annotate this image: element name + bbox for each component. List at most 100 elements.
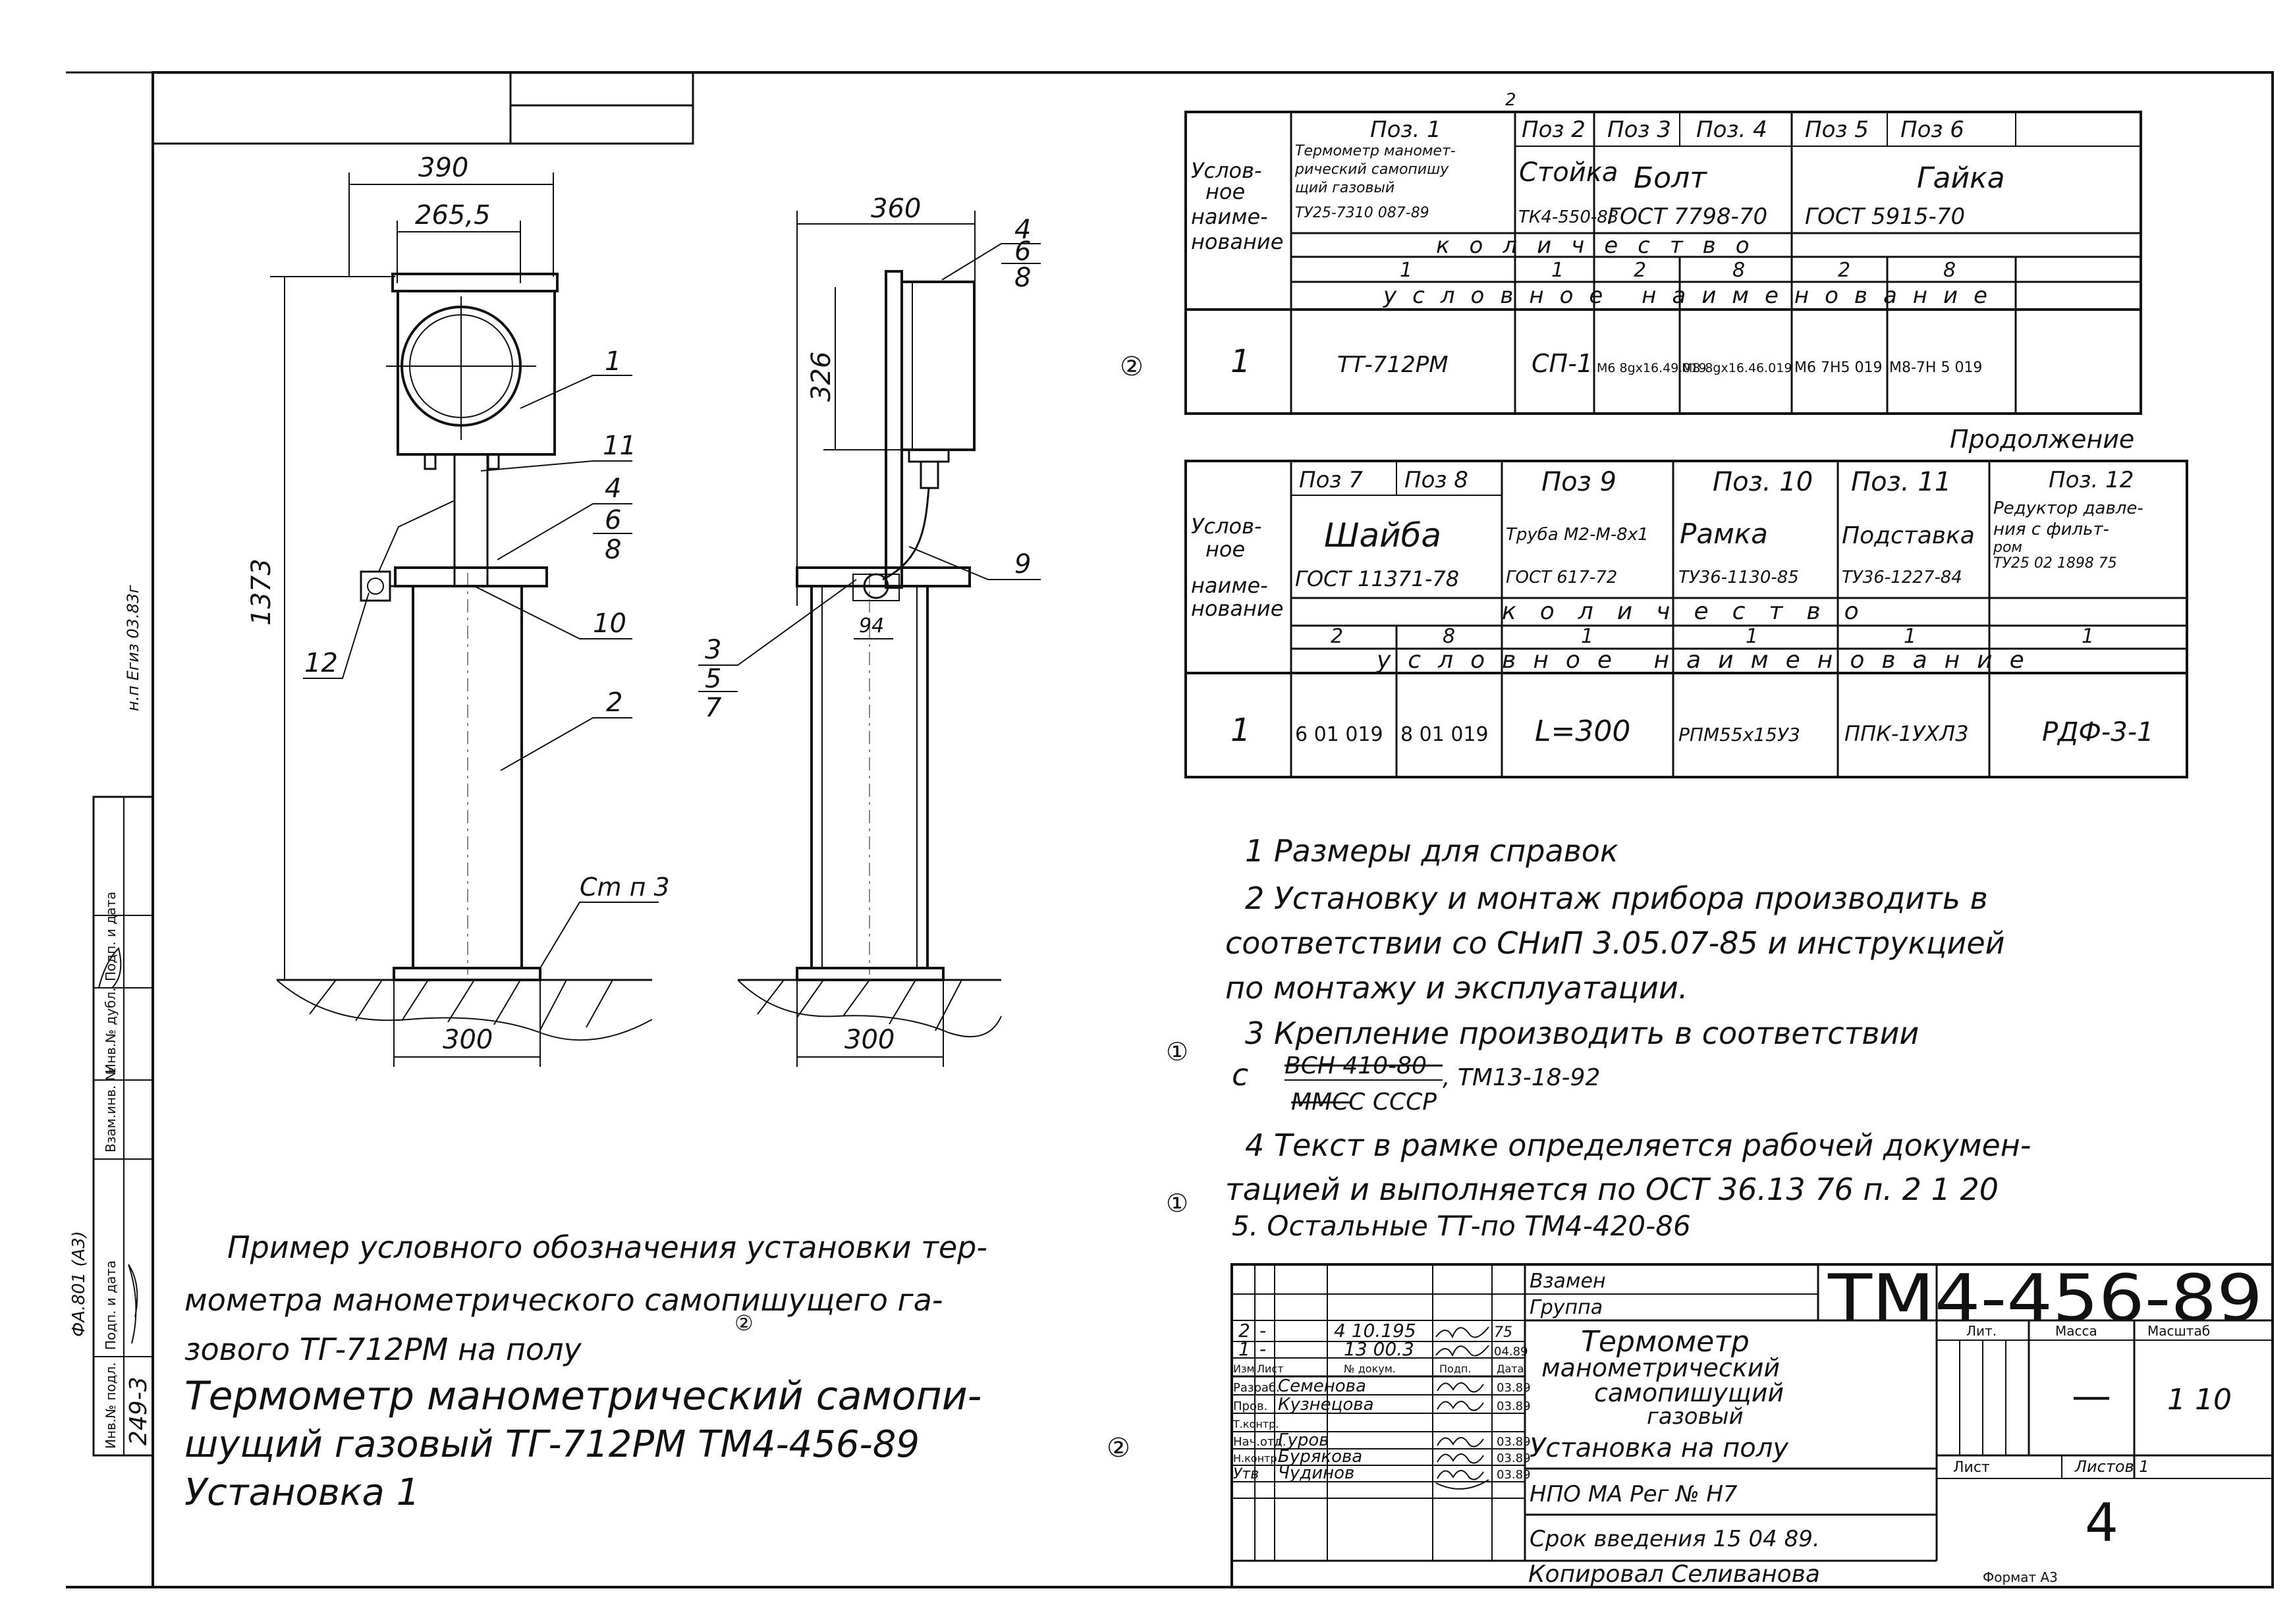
t2-cond-5: ППК-1УХЛ3 — [1844, 721, 1969, 746]
signatures — [1435, 1326, 1489, 1490]
side-stamp-col3: Взам.инв. № — [103, 1068, 119, 1152]
callout-10: 10 — [593, 609, 626, 639]
t1-qty-6: 8 — [1943, 259, 1956, 282]
note-4: 4 Текст в рамке определяется рабочей док… — [1245, 1127, 2031, 1163]
example-big-2: шущий газовый ТГ-712РМ ТМ4-456-89 — [184, 1423, 920, 1466]
hdr-izm: Изм — [1233, 1363, 1255, 1375]
scale-value: 1 10 — [2167, 1383, 2232, 1417]
staff-5-date: 03.89 — [1497, 1451, 1531, 1465]
t1-nut-name: Гайка — [1917, 161, 2005, 195]
t2-cond-2: 8 01 019 — [1400, 723, 1489, 746]
hdr-list: Лист — [1257, 1363, 1284, 1375]
sheet-number: 4 — [2085, 1492, 2118, 1554]
t1-rowhead-1: Услов- — [1191, 158, 1262, 183]
t2-pos9: Поз 9 — [1541, 467, 1616, 497]
t2-cond-4: РПМ55х15У3 — [1678, 724, 1800, 745]
callout-7: 7 — [705, 693, 722, 723]
t2-qty-3: 1 — [1581, 625, 1593, 648]
t1-qty-4: 8 — [1732, 259, 1745, 282]
t2-cond-3: L=300 — [1535, 715, 1630, 748]
staff-4-role: Нач.отд. — [1233, 1435, 1286, 1449]
t2-pos10-name-1: Рамка — [1680, 518, 1768, 550]
t2-row-id: 1 — [1230, 712, 1251, 749]
t2-qty-label: количество — [1502, 598, 1883, 625]
side-stamp-col5: Подп. и дата — [103, 892, 119, 981]
intro-date: Срок введения 15 04 89. — [1530, 1526, 1820, 1552]
t2-rowhead-4: нование — [1191, 596, 1283, 621]
format-label: Формат А3 — [1983, 1569, 2058, 1585]
example-line-3: зового ТГ-712РМ на полу — [184, 1332, 582, 1367]
staff-1-name: Семенова — [1278, 1376, 1366, 1396]
staff-3-role: Т.контр. — [1232, 1418, 1279, 1430]
staff-2-name: Кузнецова — [1278, 1395, 1374, 1415]
spec-table-2: Услов- ное наиме- нование Поз 7 Поз 8 Ша… — [1184, 460, 2188, 778]
t1-pos2-name-1: Стойка — [1519, 157, 1618, 188]
t1-pos1-name-1: Термометр маномет- — [1295, 143, 1456, 159]
signature-mark-2 — [128, 1264, 138, 1344]
callout-6-side: 6 — [1014, 236, 1031, 267]
callout-3: 3 — [705, 635, 721, 665]
note-3-prefix: с — [1232, 1057, 1248, 1093]
example-line-1: Пример условного обозначения установки т… — [227, 1230, 987, 1265]
t1-rowhead-4: нование — [1191, 229, 1283, 254]
spec-table-1-top-label: 2 — [1505, 90, 1516, 110]
t1-pos1: Поз. 1 — [1370, 117, 1441, 143]
t1-pos1-name-4: ТУ25-7310 087-89 — [1295, 205, 1429, 221]
sheet-label: Лист — [1953, 1459, 1990, 1476]
note-2-cont-1: соответствии со СНиП 3.05.07-85 и инстру… — [1225, 925, 2005, 961]
side-stamp: Инв.№ подл. Подп. и дата Взам.инв. № Инв… — [69, 585, 154, 1457]
t2-cond-label: условное наименование — [1376, 647, 2041, 674]
t1-pos5: Поз 5 — [1805, 117, 1869, 143]
t1-rowhead-3: наиме- — [1191, 204, 1268, 229]
hdr-doc: № докум. — [1344, 1363, 1396, 1375]
side-stamp-col2: Подп. и дата — [103, 1260, 119, 1350]
side-stamp-col1: Инв.№ подл. — [103, 1362, 119, 1449]
t2-washer-std: ГОСТ 11371-78 — [1295, 566, 1459, 591]
t2-pos12: Поз. 12 — [2049, 467, 2134, 493]
example-big-1: Термометр манометрический самопи- — [184, 1373, 981, 1419]
callout-8-front: 8 — [605, 535, 621, 565]
hdr-sign: Подп. — [1439, 1363, 1471, 1375]
t1-qty-3: 2 — [1634, 259, 1646, 282]
staff-1-role: Разраб. — [1233, 1381, 1280, 1395]
t1-cond-3: М6 8gх16.49.019 — [1597, 361, 1707, 375]
note-2-cont-2: по монтажу и эксплуатации. — [1225, 970, 1688, 1006]
side-stamp-inv-value: 249-3 — [125, 1376, 152, 1446]
t1-circle-mark: ② — [1120, 352, 1144, 382]
callout-1: 1 — [605, 346, 621, 377]
callout-6-front: 6 — [605, 505, 621, 535]
staff-4-name: Гуров — [1278, 1430, 1329, 1450]
t1-cond-4: М8-8gх16.46.019 — [1682, 361, 1792, 375]
t2-pos11: Поз. 11 — [1851, 467, 1951, 497]
t2-pos11-name-2: ТУ36-1227-84 — [1842, 568, 1962, 587]
continuation-label: Продолжение — [1950, 425, 2134, 454]
callout-8-side: 8 — [1014, 263, 1031, 293]
t2-pos12-name-3: ром — [1993, 539, 2022, 556]
t2-pos10: Поз. 10 — [1713, 467, 1813, 497]
dim-94: 94 — [859, 614, 884, 637]
t1-pos2-name-2: ТК4-550-83 — [1518, 207, 1618, 227]
dim-300-front: 300 — [443, 1025, 493, 1055]
t2-pos12-name-1: Редуктор давле- — [1993, 499, 2143, 518]
note-mark-2: ① — [1166, 1189, 1188, 1218]
note-3: 3 Крепление производить в соответствии — [1245, 1015, 1919, 1051]
t2-pos9-name-1: Труба М2-М-8х1 — [1506, 525, 1649, 545]
t1-qty-5: 2 — [1838, 259, 1850, 282]
note-2: 2 Установку и монтаж прибора производить… — [1245, 880, 1988, 916]
note-4-cont: тацией и выполняется по ОСТ 36.13 76 п. … — [1225, 1172, 1999, 1207]
t1-pos6: Поз 6 — [1900, 117, 1964, 143]
notes: 1 Размеры для справок 2 Установку и монт… — [1166, 833, 2031, 1242]
signature-mark — [98, 947, 122, 988]
t2-pos12-name-2: ния с фильт- — [1993, 520, 2109, 539]
example-big-3: Установка 1 — [184, 1471, 420, 1514]
t2-qty-1: 2 — [1331, 625, 1343, 648]
rev-row1-mark: - — [1259, 1320, 1266, 1341]
example-line-2: мометра манометрического самопишущего га… — [184, 1282, 943, 1318]
t2-rowhead-1: Услов- — [1191, 514, 1262, 539]
drawing-code: ТМ4-456-89 — [1827, 1261, 2263, 1336]
staff-4-date: 03.89 — [1497, 1435, 1531, 1449]
t2-pos7: Поз 7 — [1299, 467, 1363, 493]
t1-bolt-name: Болт — [1634, 161, 1707, 195]
t2-qty-6: 1 — [2082, 625, 2094, 648]
rev-row2-date: 04.89 — [1494, 1345, 1528, 1359]
